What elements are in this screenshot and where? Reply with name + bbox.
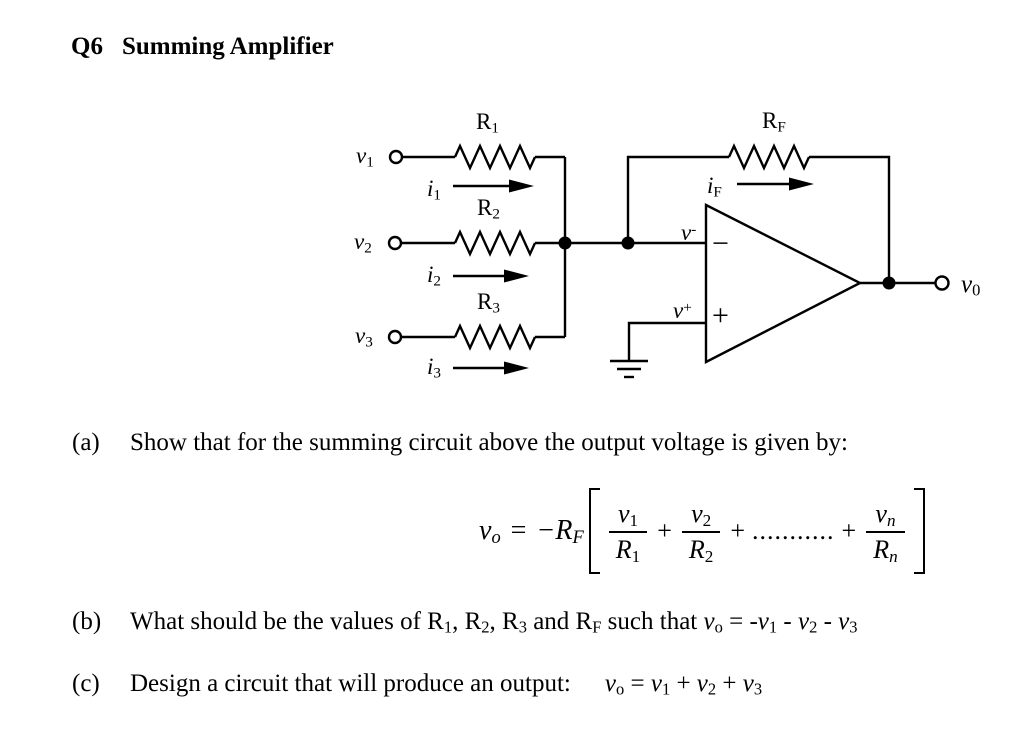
v-noninverting-label: v+ — [673, 298, 692, 323]
formula-minus-rf: −RF — [536, 515, 584, 548]
arrow-i2 — [453, 269, 529, 283]
if-label: iF — [707, 173, 722, 201]
v3-label: v3 — [355, 323, 373, 351]
opamp-triangle — [704, 203, 863, 364]
resistor-r2 — [453, 229, 537, 257]
resistor-r3 — [453, 323, 537, 351]
resistor-rf — [727, 143, 811, 171]
arrow-if — [737, 177, 814, 191]
question-a-text: Show that for the summing circuit above … — [130, 429, 848, 456]
formula-equals: = — [510, 515, 527, 546]
r1-label: R1 — [476, 109, 499, 137]
wire-feedback-right — [809, 155, 891, 283]
fraction-vn-rn: vn Rn — [866, 499, 905, 565]
fraction-v2-r2: v2 R2 — [681, 499, 721, 565]
v-inverting-label: v- — [681, 220, 697, 245]
question-b-text: What should be the values of R1, R2, R3 … — [130, 608, 858, 637]
rf-label: RF — [762, 108, 786, 136]
ground-icon — [610, 359, 648, 379]
fraction-v1-r1: v1 R1 — [608, 499, 648, 565]
plus-sign-2: + — [730, 516, 746, 545]
circuit-wires — [401, 143, 935, 379]
terminal-v1 — [388, 149, 404, 165]
question-c-label: (c) — [72, 670, 100, 697]
terminal-vout — [934, 275, 950, 291]
plus-sign-1: + — [657, 516, 672, 545]
junction-dot-sum — [558, 236, 572, 250]
title-text: Summing Amplifier — [121, 33, 334, 60]
question-a-label: (a) — [72, 429, 100, 456]
plus-sign-3: + — [841, 516, 857, 545]
i3-label: i3 — [427, 354, 441, 382]
ellipsis-dots: ........... — [752, 516, 835, 545]
question-c-text: Design a circuit that will produce an ou… — [130, 670, 763, 699]
wire-feedback-left — [626, 155, 729, 243]
vout-label: v0 — [961, 271, 981, 300]
r2-label: R2 — [477, 195, 500, 223]
page-title: Q6 Summing Amplifier — [71, 33, 334, 61]
formula-lhs: vo — [479, 515, 501, 548]
terminal-v3 — [387, 329, 403, 345]
i2-label: i2 — [427, 262, 441, 290]
resistor-r1 — [453, 143, 537, 171]
arrow-i1 — [453, 179, 534, 193]
terminal-v2 — [387, 235, 403, 251]
left-bracket — [588, 488, 600, 574]
opamp-minus-icon: − — [712, 227, 729, 260]
junction-dot-feedback — [621, 236, 635, 250]
v2-label: v2 — [354, 229, 372, 257]
junction-dot-output — [882, 276, 896, 290]
arrow-i3 — [453, 361, 529, 375]
formula-output-voltage: vo = −RF v1 R1 + v2 R2 + ........... + v… — [479, 487, 925, 575]
i1-label: i1 — [427, 176, 441, 204]
question-b-label: (b) — [72, 608, 102, 635]
wire-vplus-ground — [627, 321, 706, 361]
r3-label: R3 — [477, 289, 500, 317]
opamp-plus-icon: + — [712, 299, 729, 332]
v1-label: v1 — [356, 143, 374, 171]
current-arrows — [453, 177, 814, 375]
question-number: Q6 — [71, 33, 103, 60]
right-bracket — [913, 488, 925, 574]
